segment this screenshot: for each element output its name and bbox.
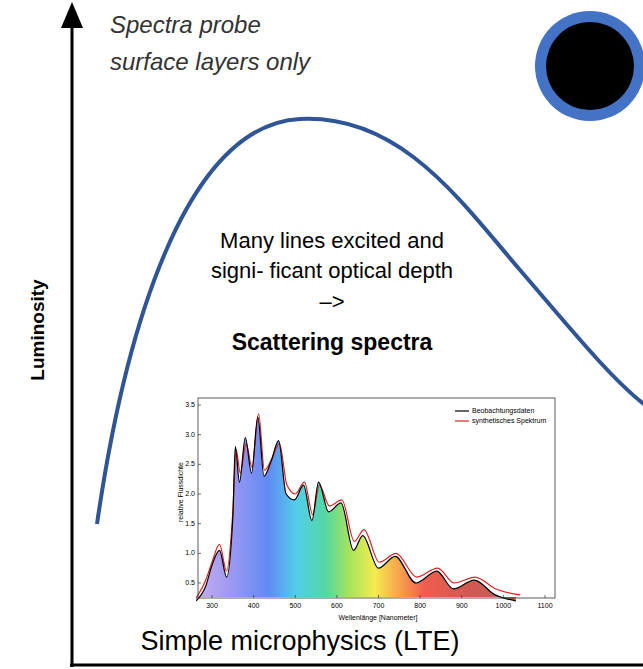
axis-arrowhead: [61, 2, 83, 28]
tick-label: 2.0: [185, 490, 195, 498]
tick-mark: [198, 553, 201, 554]
tick-label: 1000: [496, 602, 512, 610]
legend-sample: [455, 410, 469, 411]
photosphere-ring: [535, 11, 643, 121]
light-curve: [97, 119, 643, 524]
tick-label: 600: [331, 602, 343, 610]
tick-label: 1100: [537, 602, 552, 610]
observed-spectrum: [196, 417, 516, 601]
axis-title: Wellenlänge [Nanometer]: [339, 614, 418, 622]
tick-mark: [503, 595, 504, 598]
tick-mark: [198, 494, 201, 495]
tick-mark: [461, 595, 462, 598]
inset-frame: [198, 398, 555, 598]
tick-mark: [336, 595, 337, 598]
spectrum-fill: [196, 417, 516, 601]
tick-label: 900: [456, 602, 468, 610]
tick-mark: [198, 523, 201, 524]
axis-caption: Simple microphysics (LTE): [140, 625, 459, 657]
tick-mark: [295, 595, 296, 598]
luminosity-axis: [71, 22, 74, 667]
tick-label: 400: [248, 602, 260, 610]
legend-text: synthetisches Spektrum: [472, 417, 546, 425]
tick-label: 500: [289, 602, 301, 610]
tick-mark: [545, 595, 546, 598]
annotation-heading: Scattering spectra: [232, 329, 433, 357]
spectrum-inset: [196, 405, 545, 601]
axis-title: relative Flussdichte: [177, 462, 185, 522]
note: Spectra probe surface layers only: [110, 6, 335, 80]
tick-label: 1.0: [185, 549, 195, 557]
tick-mark: [198, 405, 201, 406]
tick-label: 3.5: [185, 401, 195, 409]
axis-label: Luminosity: [27, 279, 50, 380]
tick-label: 0.5: [185, 579, 195, 587]
tick-mark: [378, 595, 379, 598]
tick-mark: [198, 434, 201, 435]
annotation: Many lines excited and signi- ficant opt…: [205, 226, 460, 317]
tick-mark: [212, 595, 213, 598]
opaque-core: [546, 22, 634, 110]
tick-label: 800: [414, 602, 426, 610]
tick-label: 1.5: [185, 519, 195, 527]
tick-label: 300: [206, 602, 218, 610]
tick-label: 2.5: [185, 460, 195, 468]
legend-text: Beobachtungsdaten: [472, 407, 534, 415]
tick-mark: [420, 595, 421, 598]
tick-mark: [253, 595, 254, 598]
tick-label: 700: [373, 602, 385, 610]
tick-mark: [198, 464, 201, 465]
synthetic-spectrum: [196, 414, 520, 598]
tick-mark: [198, 583, 201, 584]
legend-sample: [455, 420, 469, 421]
tick-label: 3.0: [185, 430, 195, 438]
time-axis: [70, 664, 643, 667]
